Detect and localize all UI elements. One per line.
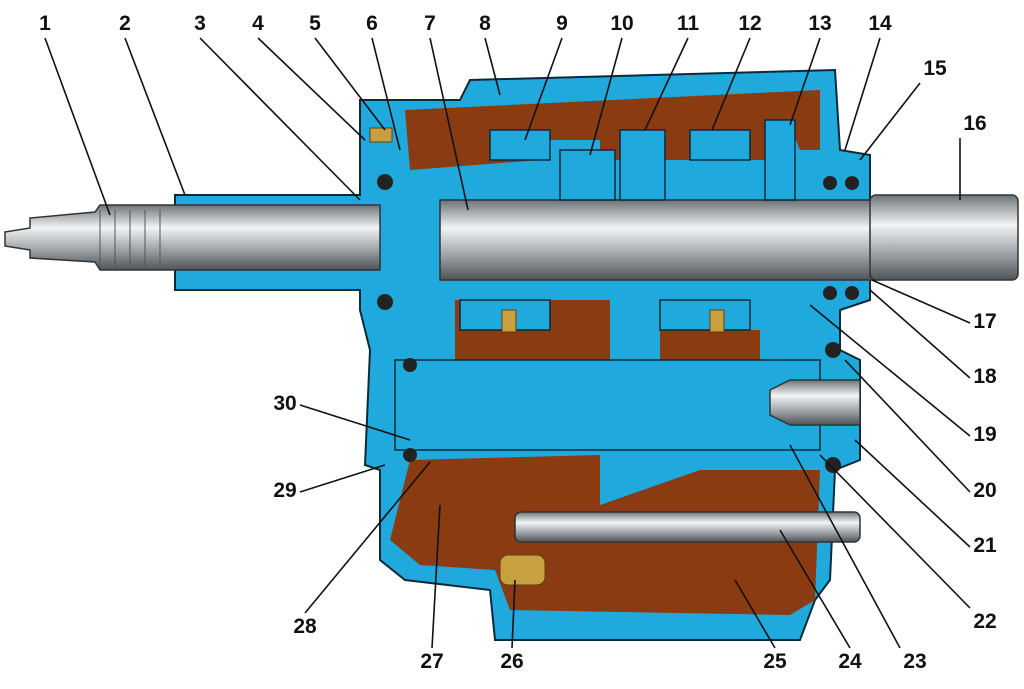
- callout-5: 5: [309, 12, 321, 35]
- intermediate-shaft: [394, 359, 821, 451]
- leader-line-22: [819, 454, 971, 609]
- leader-line-3: [199, 37, 361, 201]
- callout-18: 18: [973, 365, 997, 388]
- leader-line-21: [854, 439, 971, 548]
- gears: [459, 119, 796, 331]
- leader-lines: [44, 37, 971, 649]
- leader-line-1: [44, 37, 111, 216]
- leader-line-15: [859, 82, 921, 161]
- leader-line-8: [484, 37, 501, 96]
- callout-21: 21: [973, 534, 997, 557]
- leader-line-27: [431, 504, 441, 649]
- leader-line-23: [789, 444, 901, 649]
- callout-23: 23: [903, 650, 926, 673]
- leader-line-26: [511, 579, 516, 649]
- main-shaft: [439, 199, 881, 281]
- callout-30: 30: [273, 392, 296, 415]
- leader-line-2: [124, 37, 186, 196]
- callout-26: 26: [500, 650, 523, 673]
- callout-7: 7: [424, 12, 436, 35]
- callout-3: 3: [194, 12, 206, 35]
- callout-24: 24: [838, 650, 862, 673]
- callout-14: 14: [868, 12, 892, 35]
- leader-line-28: [304, 461, 431, 614]
- callout-2: 2: [119, 12, 131, 35]
- callout-4: 4: [252, 12, 264, 35]
- leader-line-19: [809, 304, 971, 437]
- callout-20: 20: [973, 479, 996, 502]
- input-splines: [99, 210, 161, 268]
- leader-line-12: [711, 37, 751, 131]
- leader-line-20: [844, 359, 971, 493]
- callout-25: 25: [763, 650, 787, 673]
- callout-12: 12: [738, 12, 761, 35]
- callout-27: 27: [420, 650, 443, 673]
- leader-line-6: [371, 37, 401, 151]
- callout-11: 11: [677, 12, 700, 35]
- callout-15: 15: [923, 57, 947, 80]
- leader-line-10: [589, 37, 623, 156]
- callout-17: 17: [973, 310, 996, 333]
- leader-line-11: [644, 37, 689, 131]
- callout-6: 6: [366, 12, 378, 35]
- springs: [369, 127, 725, 586]
- leader-line-14: [844, 37, 881, 151]
- callout-29: 29: [273, 479, 296, 502]
- leader-line-24: [779, 529, 851, 649]
- callout-19: 19: [973, 423, 996, 446]
- callout-13: 13: [808, 12, 831, 35]
- output-nut: [769, 379, 861, 426]
- leader-line-13: [789, 37, 821, 126]
- callout-16: 16: [963, 112, 986, 135]
- callout-9: 9: [556, 12, 568, 35]
- reverse-idler-shaft: [514, 511, 861, 543]
- callout-28: 28: [293, 615, 317, 638]
- leader-line-17: [871, 279, 971, 324]
- output-shaft-splines: [869, 194, 1019, 281]
- leader-line-18: [869, 289, 971, 379]
- bearings: [377, 174, 859, 473]
- callout-22: 22: [973, 610, 996, 633]
- leader-line-5: [314, 37, 386, 131]
- leader-line-4: [257, 37, 366, 141]
- leader-line-25: [734, 579, 776, 649]
- leader-line-30: [299, 404, 411, 441]
- leader-line-9: [524, 37, 563, 141]
- leader-line-29: [299, 464, 386, 493]
- callout-1: 1: [39, 12, 51, 35]
- input-shaft: [4, 204, 381, 271]
- callout-8: 8: [479, 12, 491, 35]
- callout-10: 10: [610, 12, 633, 35]
- leader-line-7: [429, 37, 469, 211]
